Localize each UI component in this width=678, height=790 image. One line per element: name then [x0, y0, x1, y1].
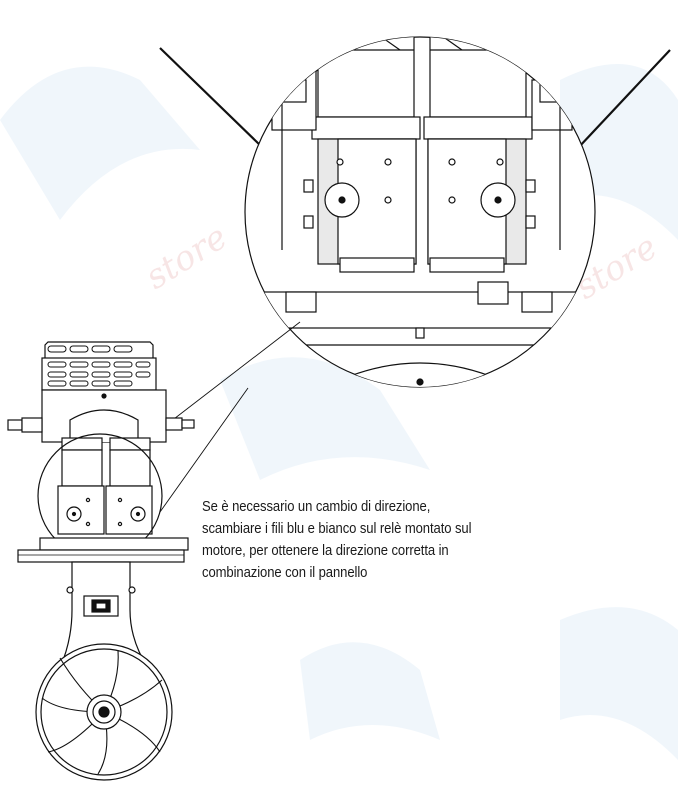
watermark: [0, 64, 678, 760]
detail-view: [244, 36, 596, 388]
watermark-word-left: store: [139, 217, 235, 298]
thruster-assembly: [7, 341, 195, 781]
instruction-caption: Se è necessario un cambio di direzione, …: [202, 498, 472, 581]
callout-leader-bottom: [159, 387, 249, 513]
